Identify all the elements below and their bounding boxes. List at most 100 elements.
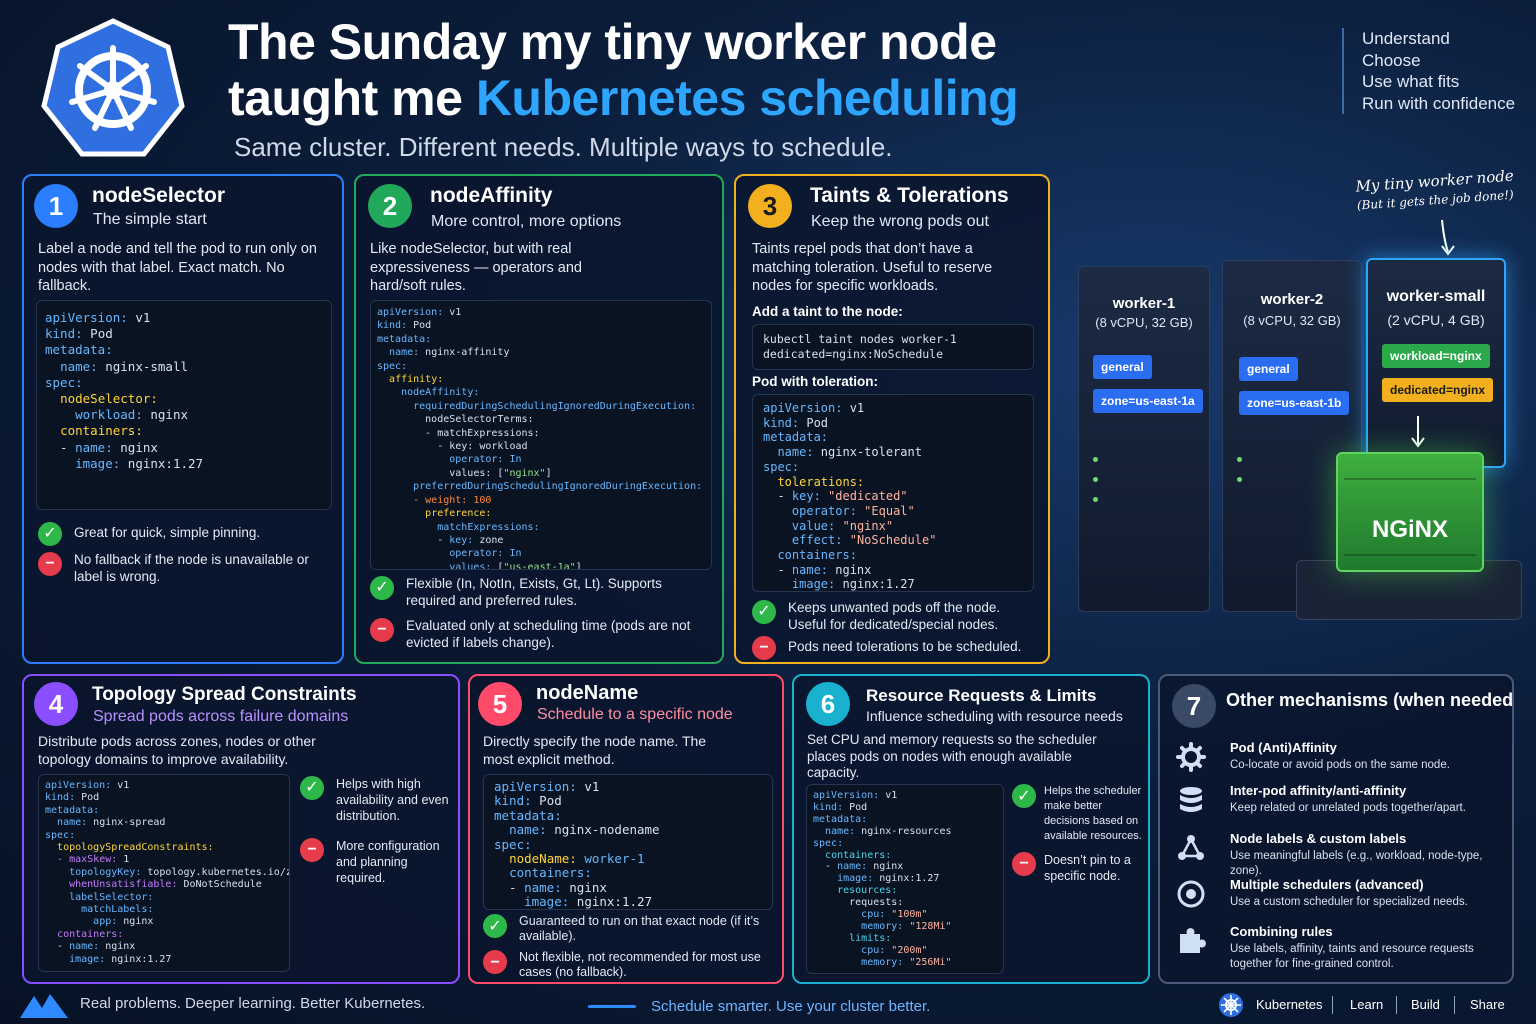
card-resource-requests: 6 Resource Requests & Limits Influence s…	[792, 674, 1150, 984]
card-title: Other mechanisms (when needed)	[1226, 690, 1514, 710]
footer-link-share[interactable]: Share	[1470, 997, 1505, 1012]
check-icon: ✓	[300, 776, 324, 800]
check-icon: ✓	[483, 914, 507, 938]
check-icon: ✓	[38, 522, 62, 546]
card-node-affinity: 2 nodeAffinity More control, more option…	[354, 174, 724, 664]
minus-icon: −	[752, 636, 776, 660]
con-item: −No fallback if the node is unavailable …	[38, 552, 334, 585]
mechanism-desc: Keep related or unrelated pods together/…	[1230, 802, 1466, 814]
card-taints-tolerations: 3 Taints & Tolerations Keep the wrong po…	[734, 174, 1050, 664]
footer-brand: Kubernetes	[1256, 997, 1323, 1012]
card-subtitle: Spread pods across failure domains	[93, 708, 349, 725]
card-title: Resource Requests & Limits	[866, 686, 1097, 705]
card-number: 6	[806, 682, 850, 726]
step-item: Use what fits	[1362, 72, 1460, 91]
toleration-label: Pod with toleration:	[752, 374, 878, 389]
status-led-icon	[1237, 477, 1242, 482]
con-item: −More configuration and planning require…	[300, 838, 456, 886]
mechanism-desc: Use labels, affinity, taints and resourc…	[1230, 943, 1474, 970]
card-title: nodeAffinity	[430, 184, 553, 207]
footer-sep	[1396, 996, 1397, 1014]
mechanism-title: Pod (Anti)Affinity	[1230, 740, 1337, 755]
con-text: No fallback if the node is unavailable o…	[74, 552, 309, 584]
card-subtitle: Influence scheduling with resource needs	[866, 708, 1123, 724]
status-led-icon	[1093, 457, 1098, 462]
card-number: 1	[34, 184, 78, 228]
card-number: 2	[368, 184, 412, 228]
code-block: apiVersion: v1 kind: Pod metadata: name:…	[483, 774, 773, 910]
arrow-down-icon	[1411, 416, 1425, 448]
minus-icon: −	[300, 838, 324, 862]
card-title: nodeName	[536, 682, 639, 704]
server-name: worker-1	[1112, 295, 1176, 312]
taint-command: kubectl taint nodes worker-1 dedicated=n…	[752, 324, 1034, 370]
mechanism-desc: Use a custom scheduler for specialized n…	[1230, 896, 1468, 908]
status-led-icon	[1093, 497, 1098, 502]
minus-icon: −	[370, 618, 394, 642]
card-description: Distribute pods across zones, nodes or o…	[38, 733, 316, 767]
card-title: nodeSelector	[92, 184, 226, 207]
mountain-logo-icon	[20, 994, 68, 1018]
pro-text: Great for quick, simple pinning.	[74, 525, 261, 540]
card-node-selector: 1 nodeSelector The simple start Label a …	[22, 174, 344, 664]
server-name: worker-small	[1386, 288, 1486, 305]
check-icon: ✓	[370, 576, 394, 600]
step-item: Understand	[1362, 29, 1450, 48]
con-text: More configuration and planning required…	[336, 839, 440, 885]
server-spec: (2 vCPU, 4 GB)	[1387, 312, 1485, 328]
con-text: Not flexible, not recommended for most u…	[519, 950, 761, 979]
node-label-tag: zone=us-east-1a	[1093, 389, 1203, 413]
card-subtitle: The simple start	[93, 211, 207, 228]
card-title: Taints & Tolerations	[810, 184, 1009, 207]
footer-sep	[1332, 996, 1333, 1014]
taint-label: Add a taint to the node:	[752, 304, 903, 319]
card-subtitle: Keep the wrong pods out	[811, 213, 989, 230]
footer-link-build[interactable]: Build	[1411, 997, 1440, 1012]
mechanism-title: Inter-pod affinity/anti-affinity	[1230, 783, 1407, 798]
minus-icon: −	[1012, 852, 1036, 876]
pro-item: ✓Helps with high availability and even d…	[300, 776, 456, 824]
pro-item: ✓ Flexible (In, NotIn, Exists, Gt, Lt). S…	[370, 576, 710, 609]
title-line-1: The Sunday my tiny worker node	[228, 14, 997, 70]
pro-text: Keeps unwanted pods off the node. Useful…	[788, 600, 1001, 632]
step-item: Run with confidence	[1362, 93, 1516, 113]
node-label-tag: dedicated=nginx	[1382, 378, 1494, 402]
code-block: apiVersion: v1 kind: Pod metadata: name:…	[752, 394, 1034, 592]
card-subtitle: More control, more options	[431, 213, 622, 230]
footer-divider	[588, 1005, 636, 1008]
card-number: 3	[748, 184, 792, 228]
card-description: Label a node and tell the pod to run onl…	[38, 241, 317, 294]
card-topology-spread: 4 Topology Spread Constraints Spread pod…	[22, 674, 460, 984]
node-label-tag: general	[1093, 355, 1152, 379]
con-item: −Evaluated only at scheduling time (pods…	[370, 618, 710, 651]
card-node-name: 5 nodeName Schedule to a specific node D…	[468, 674, 784, 984]
taint-command-line: dedicated=nginx:NoSchedule	[763, 347, 944, 361]
step-item: Choose	[1362, 50, 1421, 70]
steps-list: Understand Choose Use what fits Run with…	[1342, 28, 1515, 114]
minus-icon: −	[483, 950, 507, 974]
minus-icon: −	[38, 552, 62, 576]
pro-text: Flexible (In, NotIn, Exists, Gt, Lt). Su…	[406, 576, 662, 608]
card-title: Topology Spread Constraints	[92, 684, 357, 705]
con-text: Pods need tolerations to be scheduled.	[788, 639, 1022, 654]
kubernetes-logo-icon	[41, 18, 185, 157]
footer-link-learn[interactable]: Learn	[1350, 997, 1384, 1012]
check-icon: ✓	[1012, 784, 1036, 808]
title-line-2: taught me Kubernetes scheduling	[228, 70, 1019, 126]
pro-item: ✓ Guaranteed to run on that exact node (i…	[483, 914, 773, 944]
page-subtitle: Same cluster. Different needs. Multiple …	[234, 132, 893, 162]
nginx-container-icon: NGiNX	[1336, 452, 1484, 572]
mechanism-desc: Use meaningful labels (e.g., workload, n…	[1230, 850, 1483, 877]
con-item: −Doesn’t pin to a specific node.	[1012, 852, 1146, 884]
mechanism-title: Combining rules	[1230, 924, 1333, 939]
footer-sep	[1454, 996, 1455, 1014]
taint-command-line: kubectl taint nodes worker-1	[763, 332, 957, 346]
pro-item: ✓Keeps unwanted pods off the node. Usefu…	[752, 600, 1042, 633]
mechanism-desc: Co-locate or avoid pods on the same node…	[1230, 759, 1450, 771]
server-spec: (8 vCPU, 32 GB)	[1243, 313, 1341, 328]
puzzle-icon	[1180, 928, 1206, 953]
status-led-icon	[1093, 477, 1098, 482]
pro-item: ✓Helps the scheduler make better decisio…	[1012, 784, 1146, 844]
pro-text: Guaranteed to run on that exact node (if…	[519, 914, 760, 943]
con-text: Evaluated only at scheduling time (pods …	[406, 618, 691, 650]
